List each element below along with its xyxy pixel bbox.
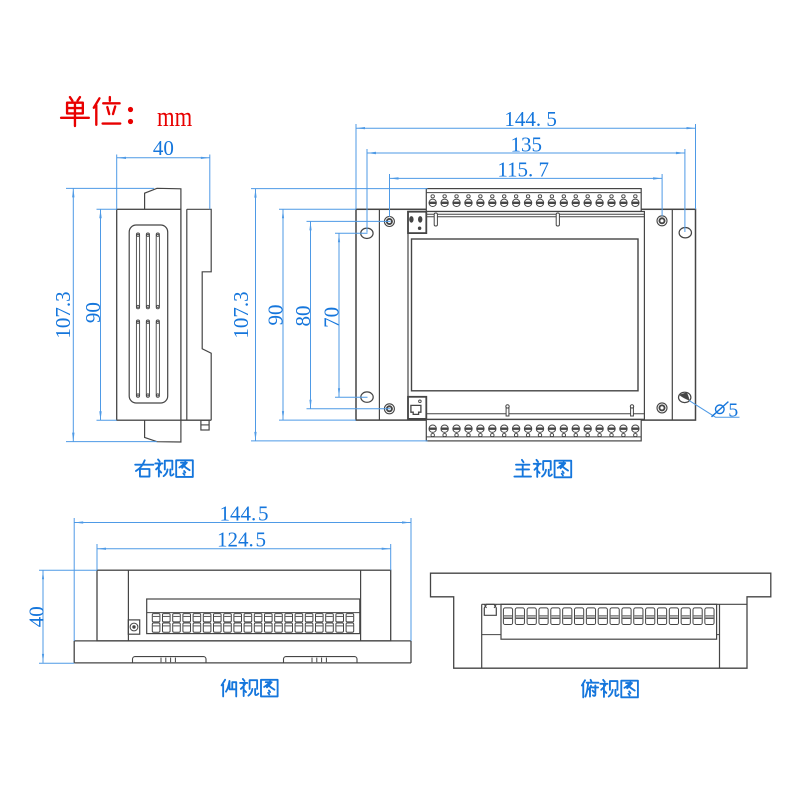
svg-text:144. 5: 144. 5: [504, 107, 557, 131]
svg-text:90: 90: [81, 302, 105, 323]
svg-text:124. 5: 124. 5: [217, 528, 266, 552]
svg-text:5: 5: [728, 399, 738, 421]
svg-text:107.3: 107.3: [51, 291, 75, 338]
svg-text:40: 40: [153, 136, 174, 160]
svg-text:144. 5: 144. 5: [219, 501, 268, 525]
svg-text:135: 135: [510, 132, 542, 156]
svg-text:115. 7: 115. 7: [497, 158, 549, 182]
svg-text:mm: mm: [157, 100, 192, 132]
svg-text:107.3: 107.3: [229, 291, 253, 338]
svg-text:90: 90: [264, 305, 288, 326]
svg-text:80: 80: [291, 306, 315, 327]
svg-text:40: 40: [24, 606, 48, 627]
svg-text:70: 70: [320, 307, 344, 328]
